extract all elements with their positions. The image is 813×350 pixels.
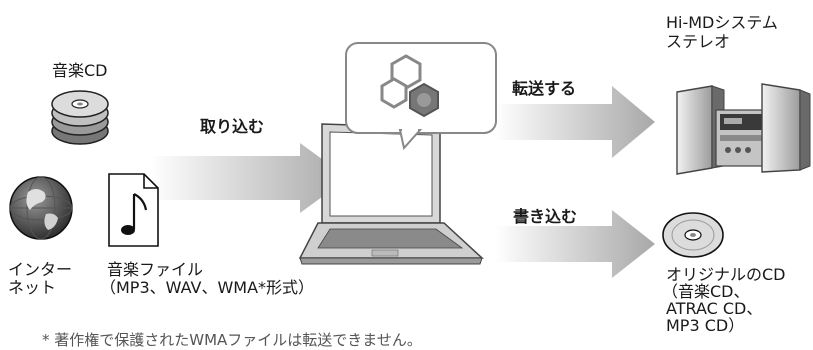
stereo-icon [676, 83, 811, 175]
write-label: 書き込む [513, 207, 578, 226]
music-file-icon [108, 173, 159, 247]
music-file-label-line1: 音楽ファイル [107, 260, 204, 279]
hi-md-label-line1: Hi-MDシステム [666, 13, 778, 32]
import-label: 取り込む [200, 117, 265, 136]
import-arrow [150, 143, 348, 213]
write-arrow [495, 210, 655, 278]
cd-stack-icon [51, 90, 109, 145]
music-cd-label: 音楽CD [52, 61, 108, 80]
music-file-label-line2: （MP3、WAV、WMA*形式） [100, 278, 315, 297]
hi-md-label-line2: ステレオ [666, 32, 731, 51]
cd-icon [662, 212, 724, 258]
original-cd-label-line4: MP3 CD） [666, 316, 745, 335]
footnote: * 著作権で保護されたWMAファイルは転送できません。 [42, 331, 422, 349]
transfer-label: 転送する [512, 79, 577, 98]
sonicstage-logo-icon [345, 42, 497, 151]
original-cd-label-line2: （音楽CD、 [662, 282, 750, 301]
original-cd-label-line3: ATRAC CD、 [666, 299, 763, 318]
transfer-arrow [495, 86, 655, 158]
original-cd-label-line1: オリジナルのCD [666, 265, 786, 284]
internet-label-line1: インター [8, 260, 73, 279]
globe-icon [9, 176, 73, 240]
internet-label-line2: ネット [8, 278, 57, 297]
laptop-icon [298, 123, 484, 265]
